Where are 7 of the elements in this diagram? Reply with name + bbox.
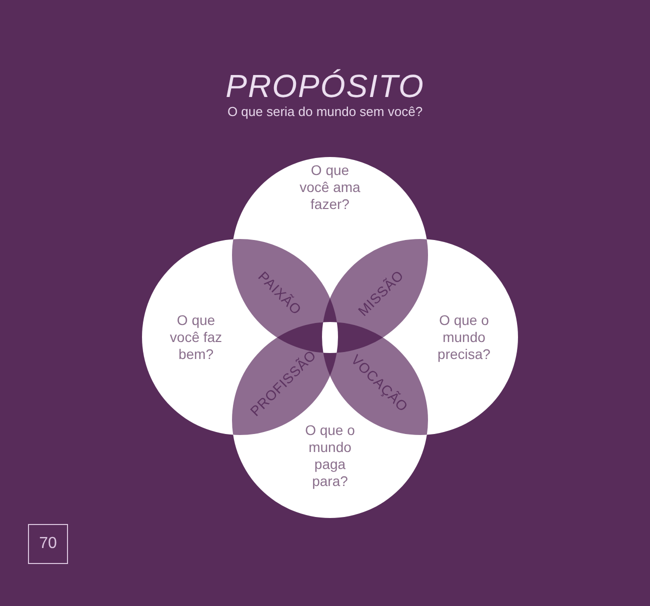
circle-text: O que o mundo precisa? <box>436 312 492 362</box>
page-number: 70 <box>28 524 68 564</box>
circle-text: O que você ama fazer? <box>298 162 362 212</box>
title: PROPÓSITO <box>224 68 426 105</box>
subtitle: O que seria do mundo sem você? <box>226 104 424 119</box>
circle-text: O que o mundo paga para? <box>304 422 356 490</box>
circle-text: O que você faz bem? <box>168 312 224 362</box>
